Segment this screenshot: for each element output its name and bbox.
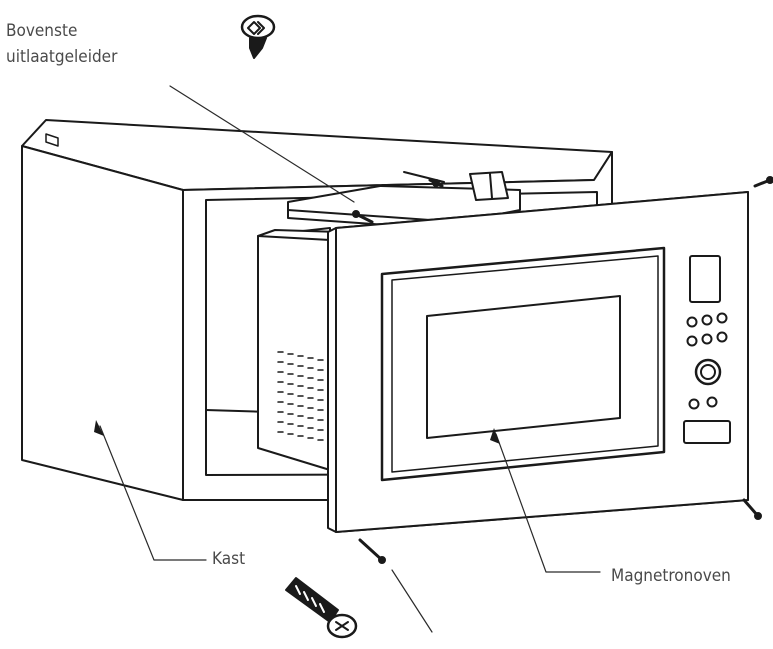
vent-grille [277,351,324,441]
control-button [716,312,728,324]
control-button [686,316,698,328]
arrowheads [94,420,500,444]
control-button [686,335,698,347]
small-screw-icon [753,176,773,188]
long-screw-icon [285,577,358,639]
small-screw-icon [428,178,444,188]
leader-cabinet [99,425,207,561]
small-screw-icon [742,498,762,520]
leader-lines [99,85,601,633]
control-button [706,396,718,408]
screws [240,14,773,639]
control-button [701,333,713,345]
control-button [688,398,700,410]
leader-microwave [495,433,601,573]
label-cabinet: Kast [212,549,246,569]
small-screw-icon [358,538,386,564]
control-button [716,331,728,343]
leader-upper-guide [169,85,355,203]
control-panel [683,255,731,444]
label-upper-exhaust-guide: Bovenste uitlaatgeleider [6,21,118,67]
door [380,246,666,482]
label-microwave: Magnetronoven [611,566,731,586]
small-screw-icon [352,210,374,224]
display-window [689,255,721,303]
control-button [701,314,713,326]
screw-head-icon [240,14,276,59]
door-release-button [683,420,731,444]
leader-front-screw [391,569,433,633]
control-knob [694,358,722,386]
